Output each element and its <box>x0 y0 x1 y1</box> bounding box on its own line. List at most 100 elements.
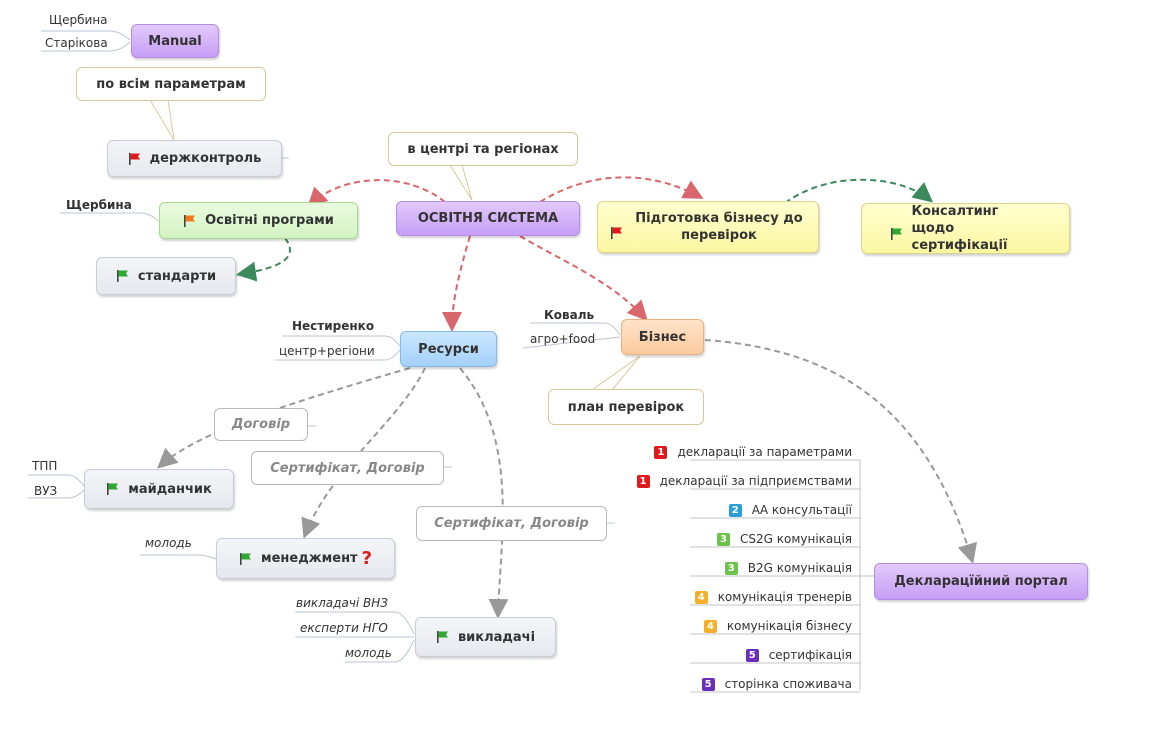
node-konsaltynh[interactable]: Консалтинг щодо сертифікації <box>861 203 1070 254</box>
portal-item-label: B2G комунікація <box>747 561 852 575</box>
priority-badge: 1 <box>654 446 668 459</box>
label-koval: Коваль <box>544 308 595 322</box>
label-shcherbyna-osvitni: Щербина <box>66 198 132 212</box>
line-tsentr <box>275 349 401 361</box>
node-manual[interactable]: Manual <box>131 24 219 58</box>
line-ahro <box>522 336 621 349</box>
callout-tail-manual <box>149 99 175 141</box>
label-nestyrenko: Нестиренко <box>292 319 375 333</box>
label-ahro-food: агро+food <box>530 332 596 346</box>
question-mark-icon: ? <box>361 548 373 569</box>
line-starikova-manual <box>41 41 131 52</box>
node-derzhkontrol-label: держконтроль <box>149 151 262 166</box>
priority-badge: 1 <box>636 475 650 488</box>
flag-icon <box>890 228 902 240</box>
portal-item[interactable]: 2 АА консультації <box>728 503 852 517</box>
priority-badge: 4 <box>703 620 717 633</box>
rel-osvita-pidhotovka <box>539 176 704 203</box>
callout-plan: план перевірок <box>548 389 704 425</box>
node-standarty-label: стандарти <box>137 268 217 284</box>
line-nestyrenko <box>282 335 401 347</box>
rel-biznes-portal <box>704 339 977 564</box>
node-konsaltynh-label: Консалтинг щодо сертифікації <box>911 204 1008 253</box>
portal-item[interactable]: 5 сертифікація <box>745 648 852 662</box>
node-osvitnia-systema-label: ОСВІТНЯ СИСТЕМА <box>417 211 559 226</box>
portal-item-label: CS2G комунікація <box>740 532 852 546</box>
node-biznes[interactable]: Бізнес <box>621 319 704 355</box>
node-portal[interactable]: Декларацїйний портал <box>874 563 1088 600</box>
flag-icon <box>610 227 622 239</box>
rel-osvita-resursy <box>442 235 471 332</box>
rel-osvita-biznes <box>519 235 648 321</box>
callout-po-vsim: по всім параметрам <box>76 67 266 101</box>
portal-item-label: АА консультації <box>751 503 852 517</box>
portal-item-label: декларації за параметрами <box>677 445 852 459</box>
node-manual-label: Manual <box>148 33 202 49</box>
node-vykladachi[interactable]: викладачі <box>415 617 556 657</box>
node-resursy-label: Ресурси <box>418 341 479 357</box>
label-starikova: Старікова <box>45 36 108 50</box>
flag-icon <box>128 152 140 165</box>
node-standarty[interactable]: стандарти <box>96 257 236 295</box>
portal-item-label: сторінка споживача <box>724 677 852 691</box>
node-osvitni-prohramy[interactable]: Освітні програми <box>159 202 358 239</box>
label-tpp: ТПП <box>32 459 58 473</box>
rel-osvitni-standarty <box>236 237 291 282</box>
node-pidhotovka-label: Підготовка бізнесу до перевірок <box>635 211 803 243</box>
priority-badge: 2 <box>728 504 742 517</box>
portal-item[interactable]: 5 сторінка споживача <box>701 677 852 691</box>
portal-item[interactable]: 1 декларації за параметрами <box>654 445 852 459</box>
node-menedzhment-label: менеджмент <box>260 551 358 566</box>
label-shcherbyna-manual: Щербина <box>49 13 108 27</box>
portal-item[interactable]: 1 декларації за підприємствами <box>636 474 852 488</box>
callout-tail-center <box>449 164 473 201</box>
priority-badge: 5 <box>701 678 715 691</box>
portal-item-label: комунікація бізнесу <box>726 619 852 633</box>
label-molod-2: молодь <box>345 646 392 660</box>
portal-item[interactable]: 4 комунікація бізнесу <box>703 619 852 633</box>
relation-sert-dohovir-1: Сертифікат, Договір <box>251 451 444 485</box>
line-vuz <box>28 489 85 499</box>
flag-icon <box>436 631 448 643</box>
node-osvitni-prohramy-label: Освітні програми <box>205 213 334 228</box>
node-biznes-label: Бізнес <box>638 329 687 345</box>
rel-resursy-maidanchyk <box>157 367 411 469</box>
portal-item[interactable]: 4 комунікація тренерів <box>694 590 852 604</box>
label-eksperty-nho: експерти НГО <box>300 621 388 635</box>
rel-pidhotovka-konsaltynh <box>784 178 934 204</box>
rel-osvita-osvitni <box>307 179 446 208</box>
node-resursy[interactable]: Ресурси <box>400 331 497 367</box>
portal-item-label: комунікація тренерів <box>717 590 852 604</box>
callout-tail-biznes <box>591 355 641 391</box>
node-menedzhment[interactable]: менеджмент ? <box>216 538 395 579</box>
portal-item-label: декларації за підприємствами <box>659 474 852 488</box>
node-pidhotovka[interactable]: Підготовка бізнесу до перевірок <box>597 201 819 253</box>
priority-badge: 3 <box>724 562 738 575</box>
priority-badge: 5 <box>745 649 759 662</box>
flag-icon <box>116 270 128 282</box>
flag-icon <box>184 214 196 227</box>
rel-resursy-vykladachi <box>459 367 509 619</box>
portal-item-label: сертифікація <box>768 648 852 662</box>
node-osvitnia-systema[interactable]: ОСВІТНЯ СИСТЕМА <box>396 201 580 236</box>
portal-item[interactable]: 3 CS2G комунікація <box>717 532 852 546</box>
line-koval <box>530 322 621 336</box>
label-molod-1: молодь <box>145 536 192 550</box>
flag-icon <box>107 483 119 495</box>
line-vnz <box>295 611 415 635</box>
priority-badge: 4 <box>694 591 708 604</box>
portal-item[interactable]: 3 B2G комунікація <box>724 561 852 575</box>
priority-badge: 3 <box>717 533 730 546</box>
line-tpp <box>28 474 85 487</box>
node-maidanchyk-label: майданчик <box>128 481 212 497</box>
node-maidanchyk[interactable]: майданчик <box>84 469 234 509</box>
rel-resursy-menedzhment <box>301 367 426 539</box>
line-molod2 <box>345 639 415 663</box>
node-portal-label: Декларацїйний портал <box>894 574 1068 589</box>
line-shcherbyna-osvitni <box>60 212 159 222</box>
callout-v-tsentri: в центрі та регіонах <box>388 132 578 166</box>
line-molod1 <box>140 554 217 560</box>
line-shcherbyna-manual <box>41 30 131 41</box>
node-derzhkontrol[interactable]: держконтроль <box>107 140 282 177</box>
